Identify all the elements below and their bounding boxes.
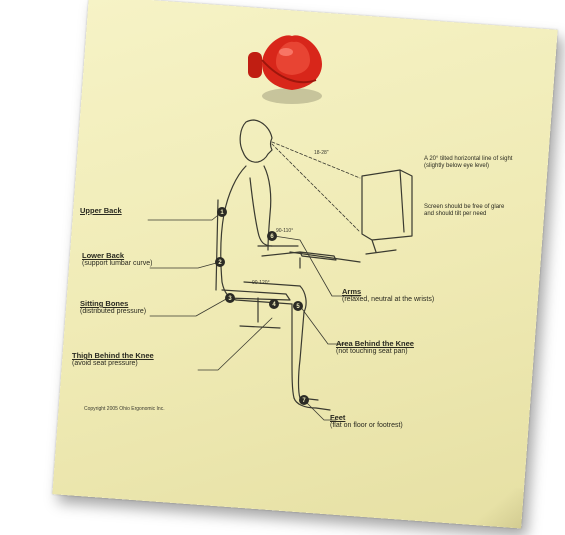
label-lower-back-sub: (support lumbar curve) — [82, 260, 152, 268]
label-sitting-bones-sub: (distributed pressure) — [80, 308, 146, 316]
label-lower-back-title: Lower Back — [82, 252, 152, 260]
monitor — [362, 170, 412, 254]
label-thigh-behind-knee-title: Thigh Behind the Knee — [72, 352, 154, 360]
note-screen-distance: Screen should be free of glare and shoul… — [424, 204, 516, 218]
label-sitting-bones-title: Sitting Bones — [80, 300, 146, 308]
leader-sitting-bones — [150, 298, 228, 316]
label-upper-back: Upper Back — [80, 207, 122, 215]
label-feet-sub: (flat on floor or footrest) — [330, 422, 403, 430]
label-lower-back: Lower Back (support lumbar curve) — [82, 252, 152, 268]
copyright-text: Copyright 2005 Ohio Ergonomic Inc. — [84, 406, 165, 412]
label-thigh-behind-knee: Thigh Behind the Knee (avoid seat pressu… — [72, 352, 154, 368]
label-arms-title: Arms — [342, 288, 434, 296]
leader-lower-back — [150, 262, 220, 268]
label-area-behind-knee-title: Area Behind the Knee — [336, 340, 414, 348]
head-outline — [240, 120, 272, 162]
leader-upper-back — [148, 212, 222, 220]
label-area-behind-knee: Area Behind the Knee (not touching seat … — [336, 340, 414, 356]
label-arms: Arms (relaxed, neutral at the wrists) — [342, 288, 434, 304]
push-pin-icon — [248, 35, 322, 104]
label-feet: Feet (flat on floor or footrest) — [330, 414, 403, 430]
note-view-distance: 18-28" — [314, 150, 329, 156]
label-thigh-behind-knee-sub: (avoid seat pressure) — [72, 360, 154, 368]
label-area-behind-knee-sub: (not touching seat pan) — [336, 348, 414, 356]
label-upper-back-title: Upper Back — [80, 207, 122, 215]
note-monitor-angle: A 20° tilted horizontal line of sight (s… — [424, 156, 516, 170]
label-feet-title: Feet — [330, 414, 403, 422]
note-hip-angle: 90-120° — [252, 280, 270, 286]
label-arms-sub: (relaxed, neutral at the wrists) — [342, 296, 434, 304]
leader-thigh-knee — [198, 318, 272, 370]
label-sitting-bones: Sitting Bones (distributed pressure) — [80, 300, 146, 316]
back-outline — [221, 166, 246, 300]
note-elbow-angle: 90-110° — [276, 228, 293, 234]
forearm-outline — [258, 246, 300, 256]
